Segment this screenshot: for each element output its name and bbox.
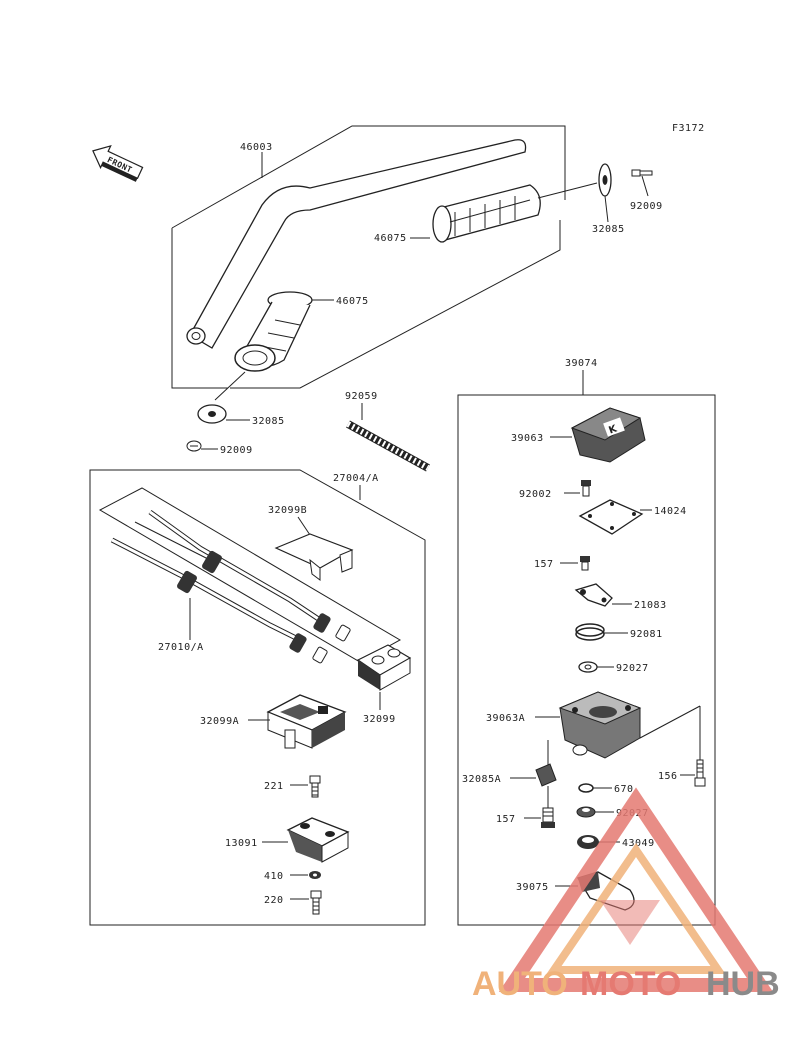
label-seal: 43049 <box>622 838 655 849</box>
cable-part <box>110 509 351 664</box>
spring-part <box>346 420 430 472</box>
label-bracket-a: 32099B <box>268 505 307 516</box>
label-cable-assy: 27004/A <box>333 473 379 484</box>
spring-92081-part <box>575 623 605 641</box>
label-spring-92081: 92081 <box>630 629 663 640</box>
label-screw-left: 92009 <box>220 445 253 456</box>
label-oring-670: 670 <box>614 784 634 795</box>
watermark-part-hub: HUB <box>706 965 780 1003</box>
front-arrow-icon: FRONT <box>92 144 144 182</box>
watermark-part-moto: MOTO <box>580 965 681 1003</box>
screw-left-part <box>186 440 202 452</box>
screw-157-top-part <box>580 556 590 571</box>
label-bolt-221: 221 <box>264 781 284 792</box>
watermark-logo <box>498 787 774 992</box>
oring-670-part <box>578 783 594 793</box>
label-grip-left: 46075 <box>336 296 369 307</box>
label-spring: 92059 <box>345 391 378 402</box>
label-plug-left: 32085 <box>252 416 285 427</box>
figure-code: F3172 <box>672 123 705 134</box>
label-cover: 39063 <box>511 433 544 444</box>
bolt-156-part <box>694 759 706 787</box>
plug-right-part <box>598 163 612 197</box>
label-washer-92027-top: 92027 <box>616 663 649 674</box>
grip-left-part <box>234 291 313 372</box>
label-cap-32085A: 32085A <box>462 774 501 785</box>
cable-assy-frame <box>89 469 426 926</box>
label-screw-157-top: 157 <box>534 559 554 570</box>
bolt-221-part <box>309 775 321 798</box>
label-throttle-assy: 39074 <box>565 358 598 369</box>
label-handlebar: 46003 <box>240 142 273 153</box>
label-screw-92002: 92002 <box>519 489 552 500</box>
watermark-text: AUTO MOTO HUB <box>472 965 780 1003</box>
label-housing: 39063A <box>486 713 525 724</box>
label-grip-right: 46075 <box>374 233 407 244</box>
label-gasket: 14024 <box>654 506 687 517</box>
clamp-part <box>286 817 350 863</box>
label-screw-157-bottom: 157 <box>496 814 516 825</box>
bracket-part <box>274 533 354 581</box>
label-bolt-220: 220 <box>264 895 284 906</box>
label-clamp: 13091 <box>225 838 258 849</box>
holder-main-part <box>266 694 347 749</box>
label-bolt-156: 156 <box>658 771 678 782</box>
gasket-part <box>578 499 644 535</box>
grip-right-part <box>432 182 598 243</box>
housing-part <box>558 691 642 759</box>
label-washer-410: 410 <box>264 871 284 882</box>
plate-part <box>574 583 613 607</box>
handlebar-part <box>186 139 527 349</box>
washer-92027-top-part <box>578 661 598 673</box>
watermark-part-auto: AUTO <box>472 965 568 1003</box>
seal-part <box>577 835 599 849</box>
cap-32085A-part <box>535 763 557 787</box>
screw-right-part <box>631 169 653 177</box>
bolt-220-part <box>310 890 322 915</box>
washer-410-part <box>309 871 321 879</box>
washer-92027-bottom-part <box>576 806 596 818</box>
label-plate: 21083 <box>634 600 667 611</box>
screw-157-bottom-part <box>541 807 555 828</box>
plug-left-part <box>197 404 227 424</box>
label-screw-right: 92009 <box>630 201 663 212</box>
label-lever: 39075 <box>516 882 549 893</box>
label-plug-right: 32085 <box>592 224 625 235</box>
label-cable: 27010/A <box>158 642 204 653</box>
holder-small-part <box>356 644 412 691</box>
label-holder-small: 32099 <box>363 714 396 725</box>
screw-92002-part <box>581 480 591 497</box>
label-holder-main: 32099A <box>200 716 239 727</box>
cover-part: K <box>570 407 646 463</box>
